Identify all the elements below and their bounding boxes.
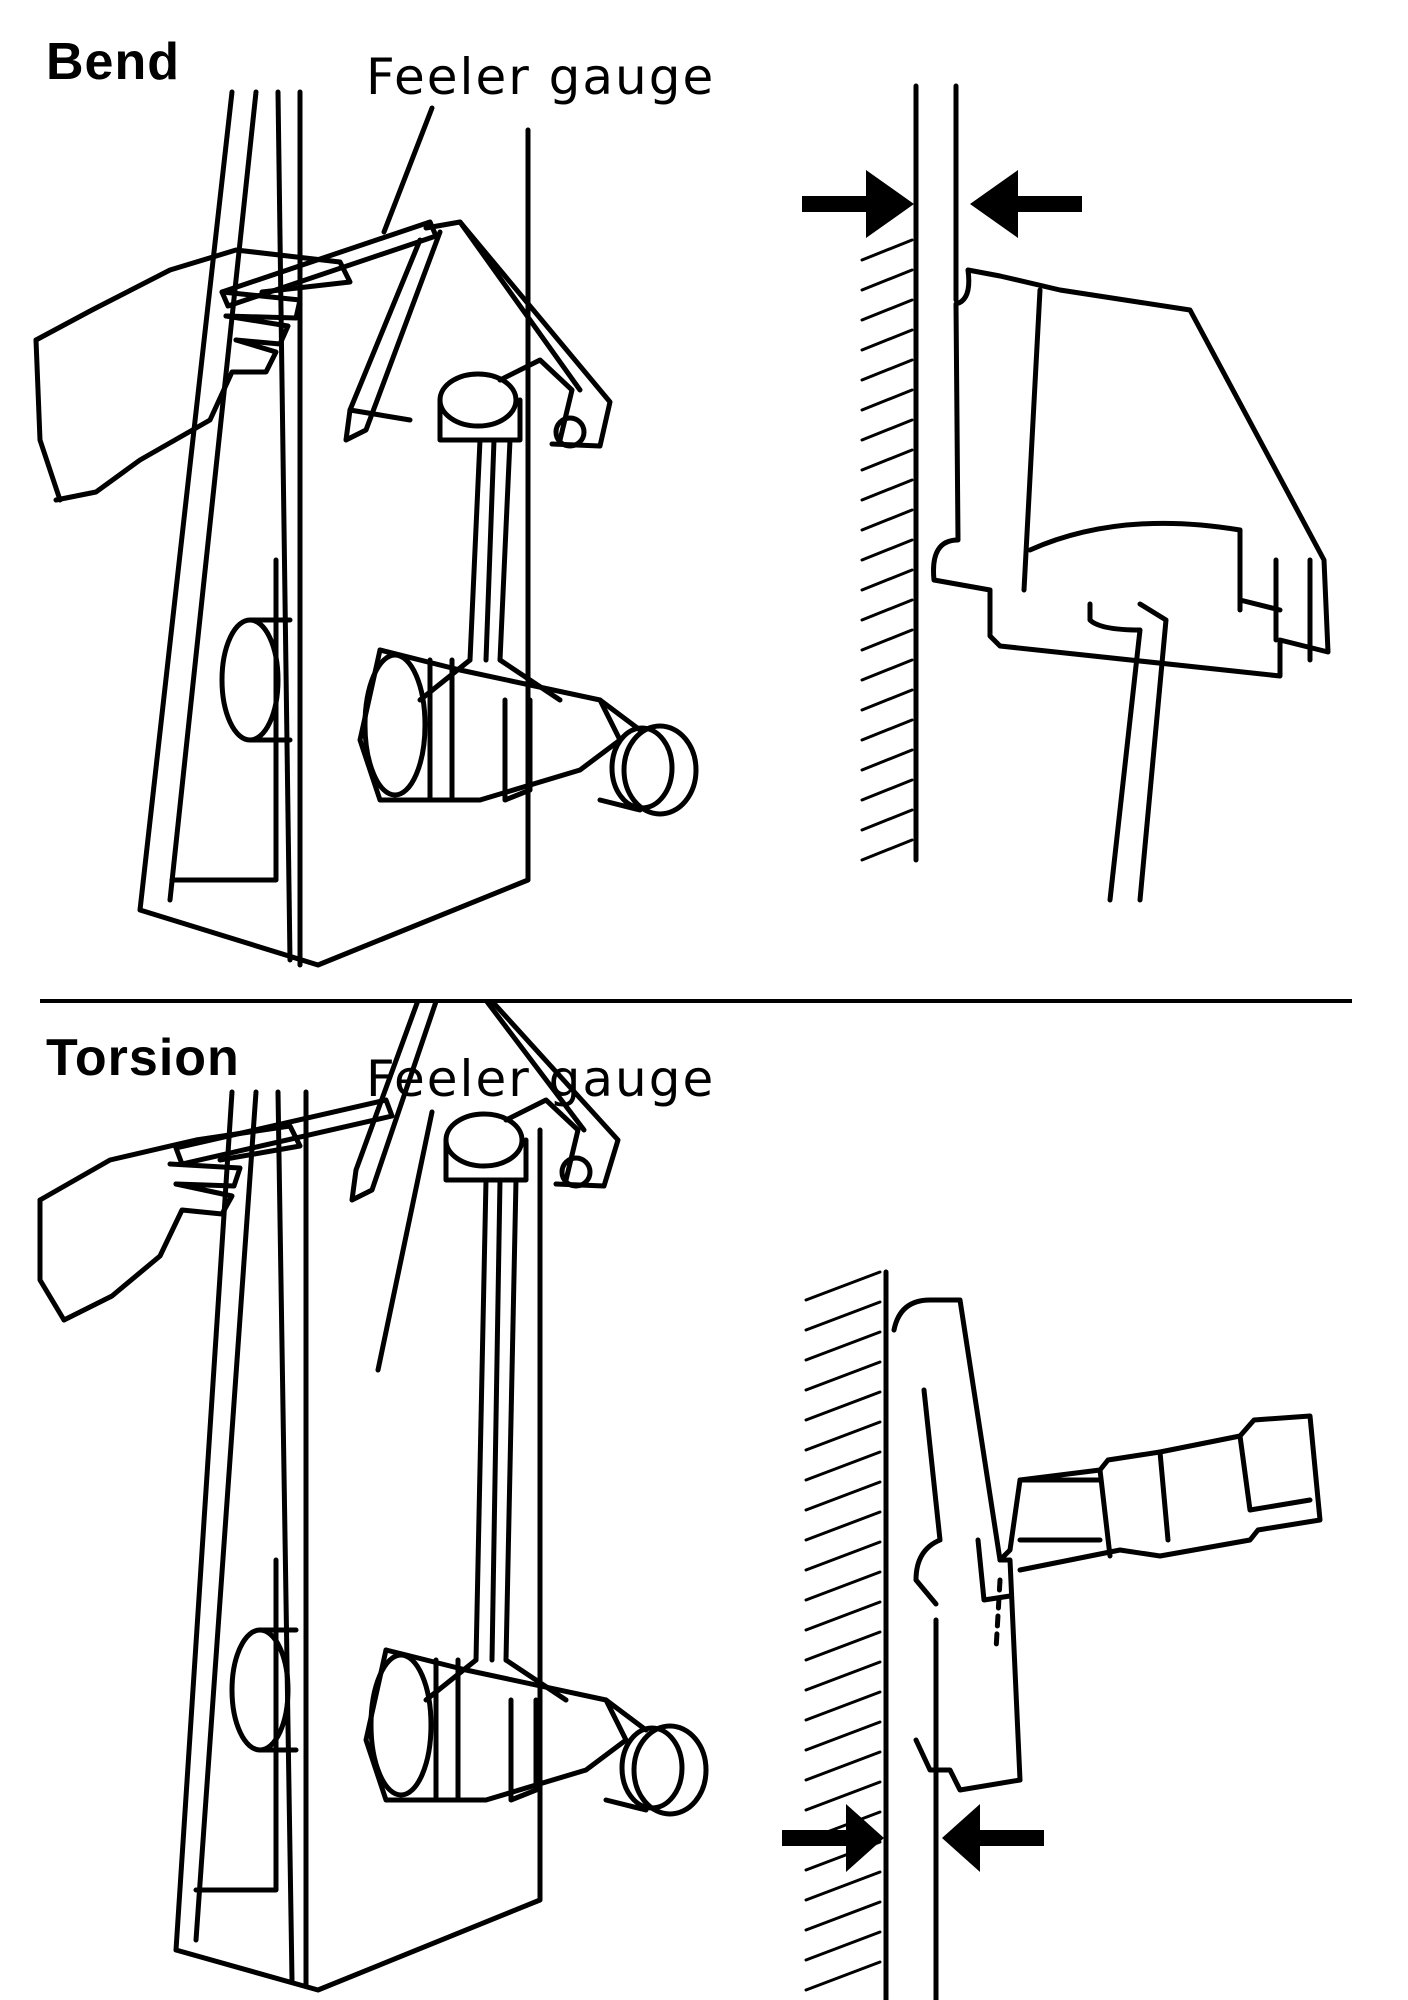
section-divider	[40, 999, 1352, 1003]
torsion-feeler-blade	[173, 1097, 395, 1167]
bend-detail	[802, 83, 1331, 903]
torsion-illustration	[37, 1000, 1323, 2000]
torsion-leader-line	[375, 1109, 435, 1373]
torsion-detail	[782, 1269, 1323, 2000]
bend-aligner-frame	[343, 219, 613, 449]
bend-fixture	[137, 89, 531, 968]
bend-leader-line	[381, 105, 435, 235]
torsion-section: Torsion Feeler gauge	[0, 1000, 1408, 2000]
torsion-fixture	[173, 1089, 543, 1993]
bend-arrow-right	[970, 170, 1082, 238]
bend-feeler-gauge-label: Feeler gauge	[366, 48, 716, 106]
torsion-arrow-left	[782, 1804, 884, 1872]
bend-hand	[33, 247, 353, 503]
torsion-connecting-rod	[423, 1097, 593, 1703]
bend-heading: Bend	[46, 33, 180, 91]
bend-section: Bend Feeler gauge	[33, 33, 1331, 968]
bend-illustration	[33, 83, 1331, 968]
torsion-feeler-gauge-label: Feeler gauge	[366, 1050, 716, 1108]
torsion-arrow-right	[942, 1804, 1044, 1872]
torsion-cylinder	[363, 1647, 709, 1817]
torsion-hatch	[804, 1270, 882, 1992]
bend-hatch	[860, 238, 914, 862]
torsion-hand	[37, 1123, 303, 1323]
bend-cylinder	[357, 647, 699, 817]
bend-arrow-left	[802, 170, 914, 238]
torsion-aligner-frame	[349, 1000, 621, 1203]
bend-connecting-rod	[417, 357, 587, 703]
torsion-heading: Torsion	[46, 1029, 240, 1087]
